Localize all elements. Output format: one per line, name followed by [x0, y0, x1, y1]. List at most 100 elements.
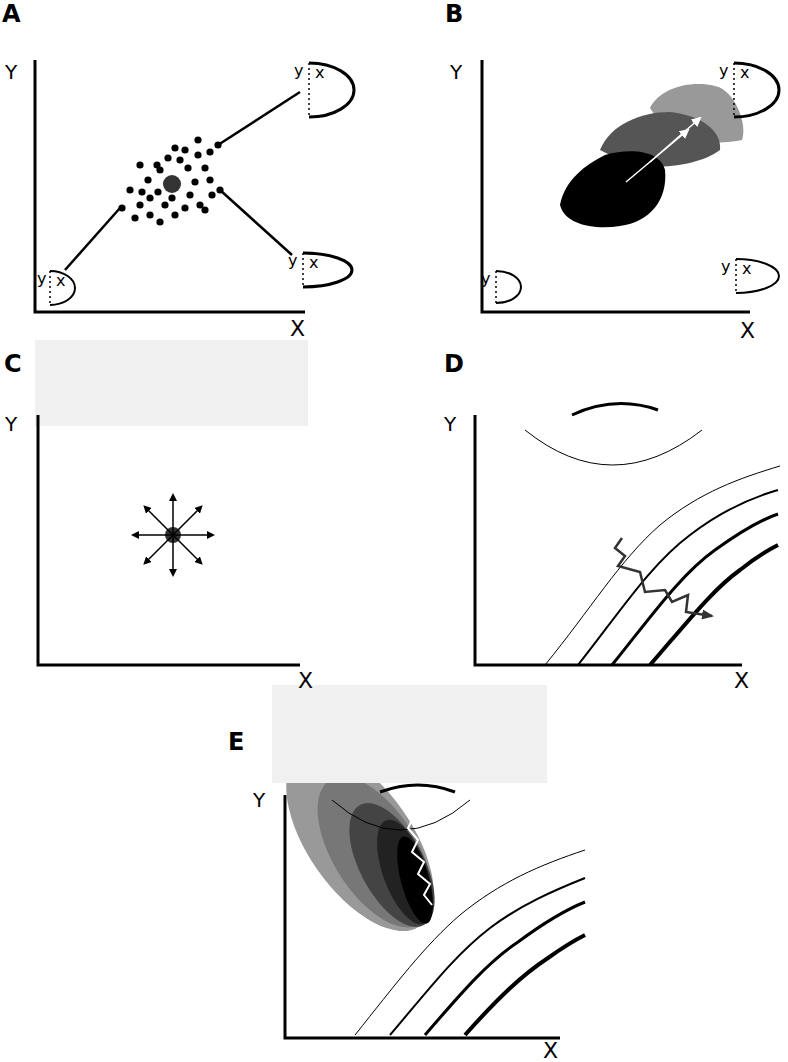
- y-label: y: [719, 63, 728, 79]
- y-label: y: [721, 259, 730, 275]
- connector-lines: [65, 92, 300, 270]
- random-walk: [406, 792, 432, 905]
- drawing-stroke: [191, 178, 198, 185]
- drawing-stroke: [145, 507, 173, 535]
- axis-label: Y: [450, 62, 462, 82]
- drawing-stroke: [172, 495, 174, 535]
- drawing-stroke: [171, 144, 178, 151]
- arrow: [650, 118, 700, 162]
- drawing-stroke: [173, 507, 201, 535]
- drawing-stroke: [734, 63, 779, 117]
- x-label: x: [740, 65, 749, 81]
- drawing-stroke: [425, 902, 585, 1035]
- drawing-stroke: [131, 214, 138, 221]
- drawing-stroke: [176, 156, 183, 163]
- drawing-stroke: [145, 535, 173, 563]
- drawing-stroke: [201, 164, 208, 171]
- drawing-stroke: [133, 495, 213, 575]
- drawing-stroke: [146, 211, 153, 218]
- axis-label: X: [734, 670, 749, 692]
- drawing-stroke: [184, 164, 191, 171]
- half-oval-node: y: [480, 268, 524, 306]
- drawing-stroke: [50, 271, 75, 305]
- x-label: x: [742, 261, 751, 277]
- drawing-stroke: [332, 790, 452, 940]
- drawing-stroke: [218, 92, 300, 145]
- panel-letter: D: [444, 352, 464, 376]
- drawing-stroke: [186, 191, 193, 198]
- y-label: y: [481, 271, 490, 287]
- half-oval-node: yx: [36, 268, 78, 308]
- drawing-stroke: [612, 514, 778, 665]
- drawing-stroke: [171, 211, 178, 218]
- x-label: x: [309, 255, 318, 271]
- dot-cloud: [118, 136, 223, 225]
- drawing-stroke: [496, 271, 521, 303]
- drawing-stroke: [220, 190, 292, 255]
- y-label: y: [37, 271, 46, 287]
- drawing-stroke: [735, 259, 737, 293]
- axes: [38, 415, 300, 665]
- drawing-stroke: [168, 194, 175, 201]
- drawing-stroke: [136, 201, 143, 208]
- drawing-stroke: [136, 161, 143, 168]
- drawing-stroke: [181, 146, 188, 153]
- drawing-stroke: [194, 151, 201, 158]
- drawing-stroke: [308, 63, 310, 117]
- contour-arc: [380, 785, 455, 792]
- half-oval-node: yx: [287, 250, 355, 290]
- axis-label: X: [740, 320, 755, 342]
- drawing-stroke: [545, 466, 780, 665]
- half-oval-node: yx: [720, 256, 782, 296]
- y-label: y: [294, 63, 303, 79]
- drawing-stroke: [146, 194, 153, 201]
- y-label: y: [288, 253, 297, 269]
- drawing-stroke: [156, 218, 163, 225]
- drawing-stroke: [733, 63, 735, 117]
- panel-a: [35, 60, 305, 312]
- contour-lines: [545, 466, 780, 665]
- axis-label: X: [543, 1040, 558, 1062]
- contour-lines: [355, 850, 585, 1035]
- axes: [482, 60, 750, 312]
- drawing-stroke: [194, 136, 201, 143]
- drawing-stroke: [578, 490, 778, 665]
- drawing-stroke: [309, 63, 354, 117]
- contour-arc: [332, 800, 470, 830]
- half-oval-node: yx: [718, 60, 782, 120]
- drawing-stroke: [138, 188, 145, 195]
- drawing-stroke: [164, 154, 171, 161]
- drawing-stroke: [173, 535, 201, 563]
- contour-arc: [525, 430, 702, 465]
- axis-label: Y: [5, 62, 17, 82]
- contour-arc: [572, 404, 658, 415]
- drawing-stroke: [208, 191, 215, 198]
- drawing-stroke: [133, 534, 173, 536]
- axis-label: Y: [5, 414, 17, 434]
- x-label: x: [56, 273, 65, 289]
- drawing-stroke: [65, 208, 120, 270]
- half-oval-node: yx: [293, 60, 357, 120]
- panel-letter: A: [2, 2, 21, 26]
- axis-label: X: [298, 670, 313, 692]
- panel-letter: C: [4, 352, 22, 376]
- drawing-stroke: [206, 176, 213, 183]
- axes: [475, 415, 742, 665]
- axis-label: Y: [444, 414, 456, 434]
- drawing-stroke: [366, 813, 445, 931]
- drawing-stroke: [390, 878, 585, 1035]
- drawing-stroke: [294, 758, 455, 947]
- drawing-stroke: [201, 206, 208, 213]
- panel-letter: E: [228, 730, 244, 754]
- x-label: x: [315, 65, 324, 81]
- drawing-stroke: [736, 259, 779, 293]
- redaction-box: [272, 685, 547, 783]
- center-dot: [163, 175, 181, 193]
- random-walk: [615, 538, 712, 616]
- panel-letter: B: [445, 2, 463, 26]
- drawing-stroke: [303, 253, 352, 287]
- drawing-stroke: [302, 253, 304, 287]
- drawing-stroke: [49, 271, 51, 305]
